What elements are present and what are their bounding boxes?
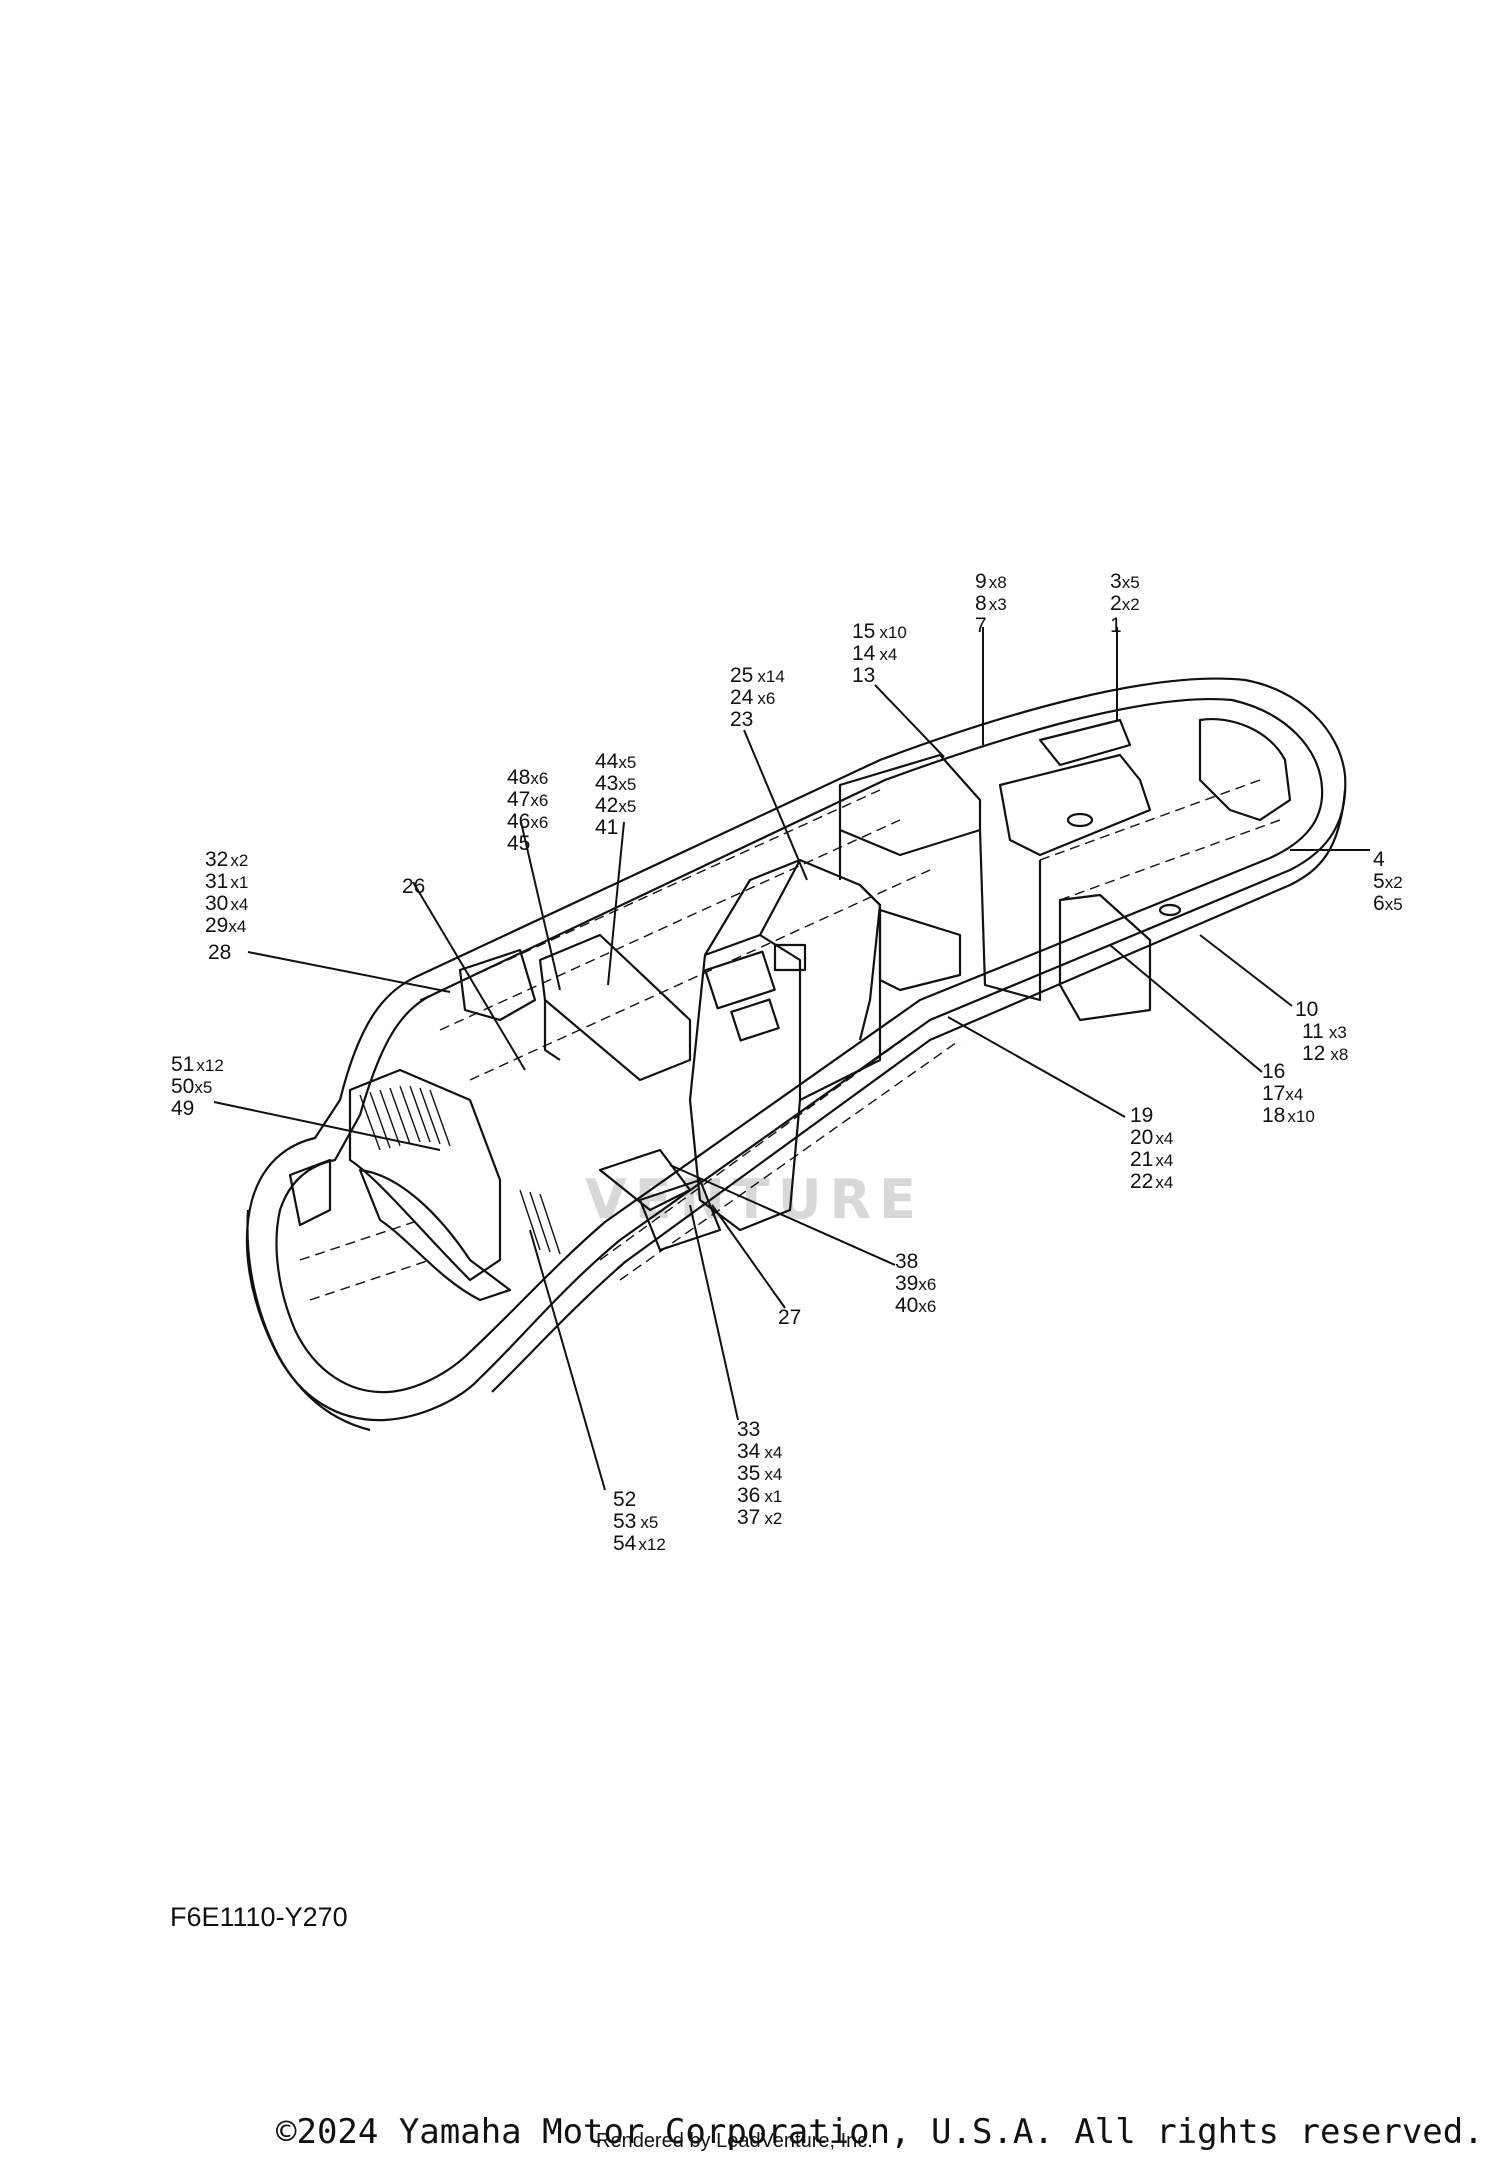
leader-lines: [213, 627, 1370, 1491]
rendered-by-notice: Rendered by LeadVenture, Inc.: [596, 2130, 873, 2152]
callout-19: 19: [1130, 1104, 1153, 1127]
callout-33: 33: [737, 1418, 760, 1441]
callout-27: 27: [778, 1306, 801, 1329]
callout-47: 47x6: [507, 788, 548, 811]
callout-29: 29x4: [205, 914, 246, 937]
callout-17: 17x4: [1262, 1082, 1303, 1105]
callout-43: 43x5: [595, 772, 636, 795]
callout-7: 7: [975, 614, 987, 637]
callout-13: 13: [852, 664, 875, 687]
callout-16: 16: [1262, 1060, 1285, 1083]
callout-5: 5x2: [1373, 870, 1403, 893]
callout-42: 42x5: [595, 794, 636, 817]
callout-3: 3x5: [1110, 570, 1140, 593]
callout-1: 1: [1110, 614, 1122, 637]
diagram-reference-code: F6E1110-Y270: [170, 1902, 348, 1932]
copyright-notice: ©2024 Yamaha Motor Corporation, U.S.A. A…: [276, 2112, 1484, 2152]
callout-10: 10: [1295, 998, 1318, 1021]
callout-26: 26: [402, 875, 425, 898]
callout-28: 28: [208, 941, 231, 964]
callout-49: 49: [171, 1097, 194, 1120]
callout-23: 23: [730, 708, 753, 731]
callout-48: 48x6: [507, 766, 548, 789]
callout-46: 46x6: [507, 810, 548, 833]
callout-6: 6x5: [1373, 892, 1403, 915]
callout-52: 52: [613, 1488, 636, 1511]
callout-2: 2x2: [1110, 592, 1140, 615]
callout-4: 4: [1373, 848, 1385, 871]
callout-40: 40x6: [895, 1294, 936, 1317]
callout-38: 38: [895, 1250, 918, 1273]
callout-45: 45: [507, 832, 530, 855]
callout-44: 44x5: [595, 750, 636, 773]
callout-39: 39x6: [895, 1272, 936, 1295]
callout-50: 50x5: [171, 1075, 212, 1098]
boat-hull-drawing: [245, 677, 1347, 1432]
callout-41: 41: [595, 816, 618, 839]
